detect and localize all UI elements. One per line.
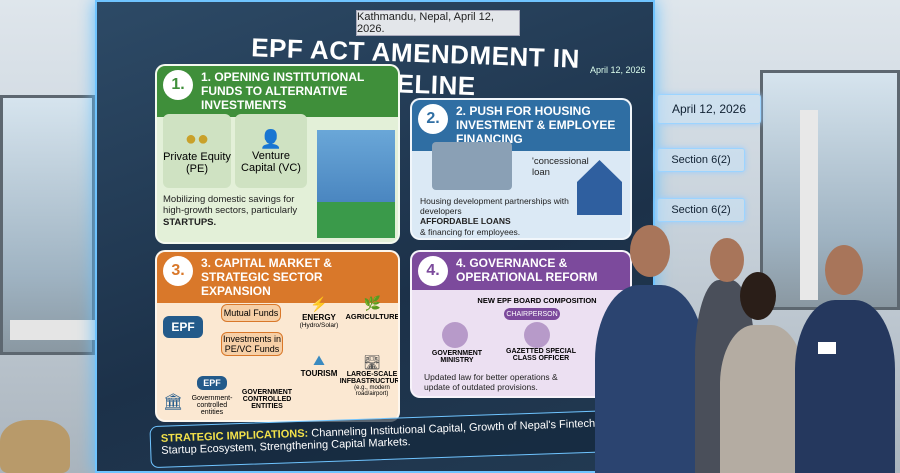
vc-card: 👤Venture Capital (VC) (235, 114, 307, 188)
energy-item: ⚡ENERGY(Hydro/Solar) (299, 295, 339, 329)
name-badge (818, 342, 836, 354)
agriculture-item: 🌿AGRICULTURE (345, 295, 400, 321)
coins-icon: ●● (184, 127, 210, 150)
infrastructure-item: 🛣LARGE-SCALE INFBASTRUCTURE(e.g., modern… (339, 353, 400, 397)
panel-title: 3. CAPITAL MARKET & STRATEGIC SECTOR EXP… (201, 256, 332, 298)
pevc-box: Investments in PE/VC Funds (221, 332, 283, 356)
panel-number: 4. (418, 256, 448, 286)
house-coin-icon (577, 160, 622, 215)
presenter-man (595, 285, 705, 473)
loan-label: 'concessional loan (532, 156, 589, 179)
people-icon: 👤 (259, 128, 283, 149)
presenter-head (630, 225, 670, 277)
man-background-head (710, 238, 744, 282)
woman-head (740, 272, 776, 320)
tourism-icon: ⛰ (313, 351, 325, 368)
epf-box: EPF (163, 316, 203, 338)
panel-number: 2. (418, 104, 448, 134)
panel-housing: 2. 2. PUSH FOR HOUSING INVESTMENT & EMPLO… (410, 98, 632, 240)
floating-section-label: Section 6(2) (657, 148, 745, 172)
lightning-icon: ⚡ (310, 295, 328, 312)
gov-controlled-label: GOVERNMENT CONTROLLED ENTITIES (241, 388, 293, 410)
pe-card: ●●Private Equity (PE) (163, 114, 231, 188)
plant-icon: 🌿 (363, 295, 382, 311)
person-icon (524, 322, 550, 348)
vc-label: Venture Capital (VC) (241, 149, 301, 174)
panel-description: Mobilizing domestic savings for high-gro… (163, 194, 298, 228)
pe-label: Private Equity (PE) (163, 150, 231, 175)
panel-description: Updated law for better operations & upda… (424, 372, 558, 393)
panel-title: 4. GOVERNANCE & OPERATIONAL REFORM (456, 256, 598, 284)
office-window-left (0, 95, 95, 355)
woman (720, 325, 805, 473)
floating-date-label: April 12, 2026 (657, 94, 761, 124)
panel-number: 1. (163, 70, 193, 100)
panel-number: 3. (163, 256, 193, 286)
floating-section-label: Section 6(2) (657, 198, 745, 222)
ministry-label: GOVERNMENT MINISTRY (431, 350, 483, 364)
person-icon (442, 322, 468, 348)
tourism-item: ⛰TOURISM (300, 351, 338, 378)
chairperson-badge: CHAIRPERSON (504, 308, 560, 320)
road-icon: 🛣 (363, 353, 381, 370)
housing-icon (432, 142, 512, 190)
screen-date: April 12, 2026 (590, 65, 646, 75)
tower (800, 110, 818, 300)
man-right-head (825, 245, 863, 295)
panel-alternative-investments: 1. 1. OPENING INSTITUTIONAL FUNDS TO ALTE… (155, 64, 400, 244)
dateline: Kathmandu, Nepal, April 12, 2026. (356, 10, 520, 36)
panel-capital-market: 3. 3. CAPITAL MARKET & STRATEGIC SECTOR E… (155, 250, 400, 422)
office-desk (10, 320, 95, 340)
panel-title: 2. PUSH FOR HOUSING INVESTMENT & EMPLOYE… (456, 104, 616, 146)
panel-description: Housing development partnerships with de… (420, 196, 569, 237)
bank-icon: 🏛 (163, 394, 184, 411)
epf-box-secondary: EPF (197, 376, 227, 390)
officer-label: GAZETTED SPECIAL CLASS OFFICER (506, 348, 577, 362)
mutual-funds-box: Mutual Funds (221, 304, 281, 322)
board-heading: NEW EPF BOARD COMPOSITION (477, 296, 597, 305)
panel-title: 1. OPENING INSTITUTIONAL FUNDS TO ALTERN… (201, 70, 365, 112)
city-growth-icon (317, 118, 395, 238)
gov-entities-label: Government-controlled entities (191, 394, 233, 416)
man-right (795, 300, 895, 473)
money-bags (0, 420, 70, 473)
